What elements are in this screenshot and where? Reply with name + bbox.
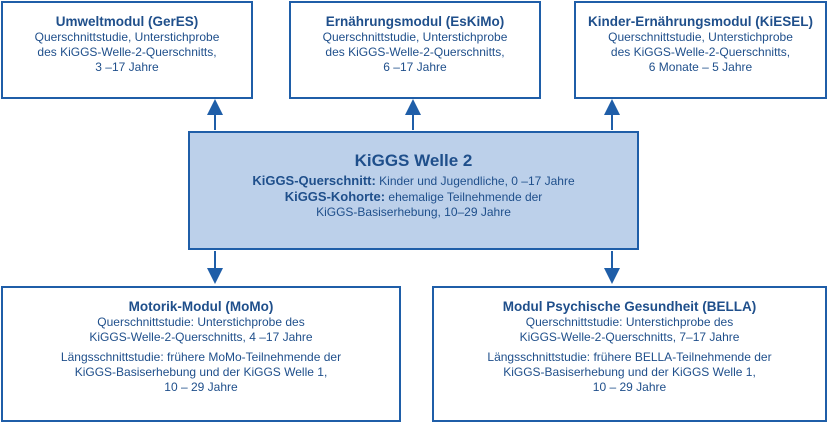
center-title: KiGGS Welle 2 (354, 151, 473, 170)
module-line: KiGGS-Welle-2-Querschnitts, 4 –17 Jahre (89, 330, 313, 344)
module-line: 10 – 29 Jahre (164, 380, 238, 394)
module-line: KiGGS-Basiserhebung und der KiGGS Welle … (74, 365, 328, 379)
center-line-querschnitt: KiGGS-Querschnitt: Kinder und Jugendlich… (190, 173, 637, 189)
module-momo: Motorik-Modul (MoMo) Querschnittstudie: … (1, 286, 401, 422)
module-line: des KiGGS-Welle-2-Querschnitts, (37, 45, 217, 59)
kohorte-label: KiGGS-Kohorte: (284, 189, 386, 204)
kohorte-text: ehemalige Teilnehmende der (385, 190, 543, 204)
module-line: 10 – 29 Jahre (592, 380, 667, 394)
module-title: Ernährungsmodul (EsKiMo) (325, 14, 505, 29)
module-line: 6 –17 Jahre (383, 60, 447, 74)
module-line: Querschnittstudie: Unterstichprobe des (525, 315, 734, 329)
module-line: Querschnittstudie: Unterstichprobe des (97, 315, 305, 329)
center-line-basiserhebung: KiGGS-Basiserhebung, 10–29 Jahre (316, 205, 511, 219)
module-title: Umweltmodul (GerES) (55, 14, 199, 29)
module-line: 6 Monate – 5 Jahre (648, 60, 753, 74)
module-title: Kinder-Ernährungsmodul (KiESEL) (587, 14, 813, 29)
kiggs-welle-2-box: KiGGS Welle 2 KiGGS-Querschnitt: Kinder … (188, 131, 639, 250)
module-eskimo: Ernährungsmodul (EsKiMo) Querschnittstud… (289, 1, 541, 99)
module-line: des KiGGS-Welle-2-Querschnitts, (325, 45, 505, 59)
module-line: 3 –17 Jahre (95, 60, 159, 74)
module-title: Motorik-Modul (MoMo) (128, 299, 274, 314)
module-geres: Umweltmodul (GerES) Querschnittstudie, U… (1, 1, 253, 99)
module-line: Querschnittstudie, Unterstichprobe (34, 30, 220, 44)
module-kiesel: Kinder-Ernährungsmodul (KiESEL) Querschn… (574, 1, 827, 99)
querschnitt-label: KiGGS-Querschnitt: (252, 173, 376, 188)
module-line: KiGGS-Basiserhebung und der KiGGS Welle … (503, 365, 756, 379)
module-title: Modul Psychische Gesundheit (BELLA) (502, 299, 757, 314)
module-line: Längsschnittstudie: frühere BELLA-Teilne… (487, 350, 772, 364)
module-line: des KiGGS-Welle-2-Querschnitts, (610, 45, 791, 59)
module-bella: Modul Psychische Gesundheit (BELLA) Quer… (432, 286, 827, 422)
querschnitt-text: Kinder und Jugendliche, 0 –17 Jahre (375, 174, 575, 188)
module-line: Längsschnittstudie: frühere MoMo-Teilneh… (60, 350, 342, 364)
center-line-kohorte: KiGGS-Kohorte: ehemalige Teilnehmende de… (190, 189, 637, 205)
module-line: Querschnittstudie, Unterstichprobe (608, 30, 793, 44)
module-line: KiGGS-Welle-2-Querschnitts, 7–17 Jahre (519, 330, 740, 344)
module-line: Querschnittstudie, Unterstichprobe (322, 30, 508, 44)
